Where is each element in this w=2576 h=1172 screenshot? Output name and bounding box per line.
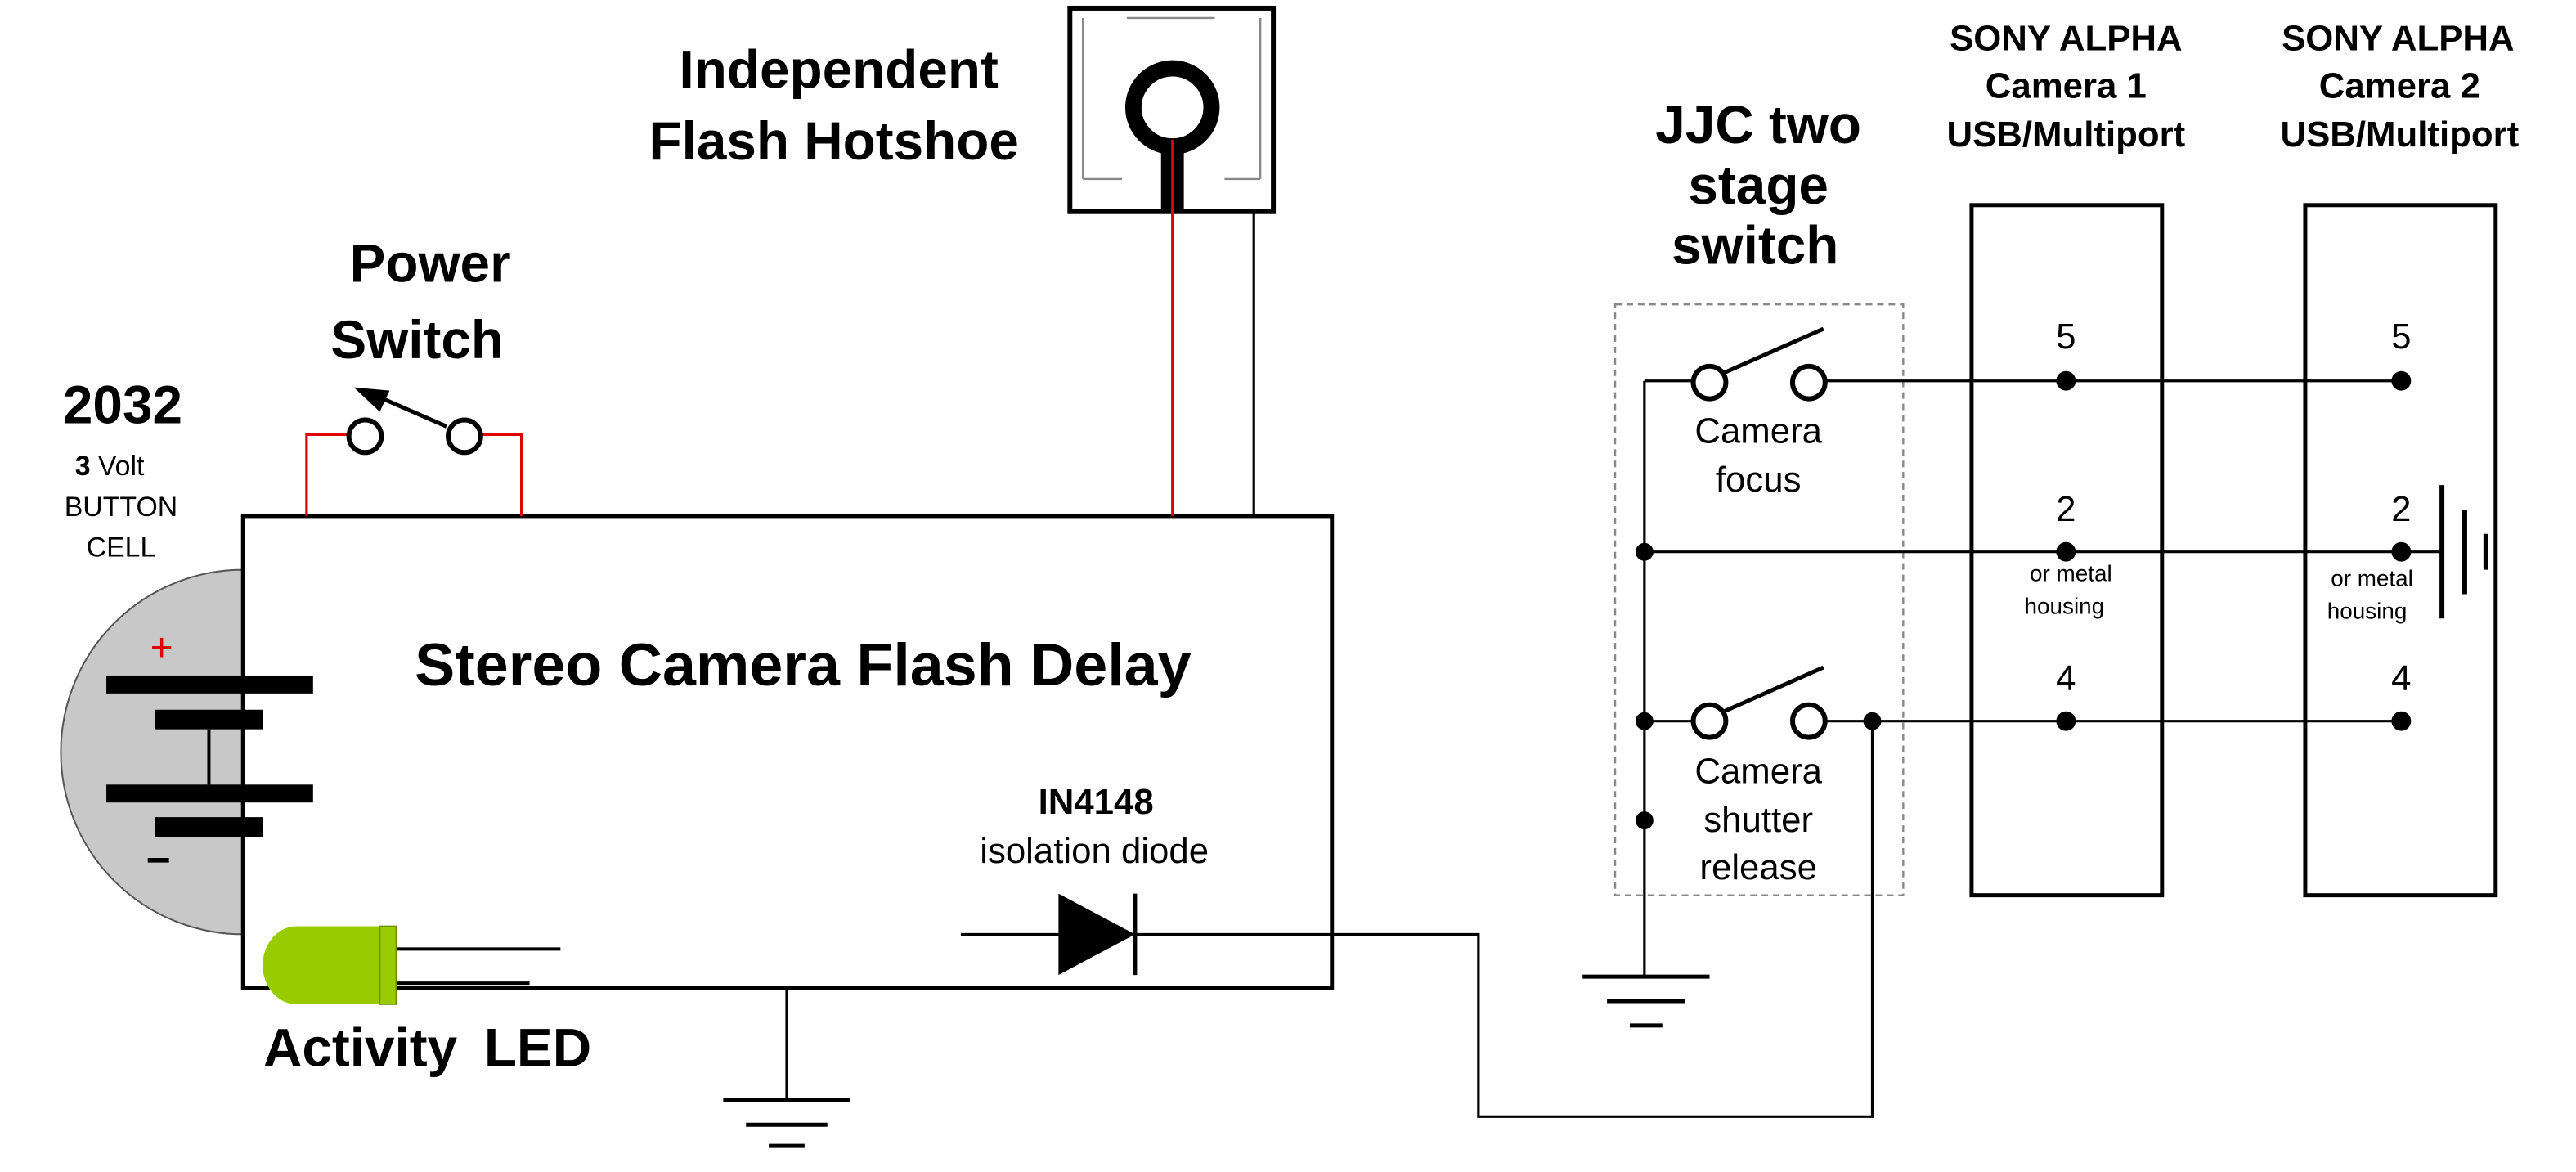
cell-plus-sign: + bbox=[150, 626, 173, 670]
shutter-label-3: release bbox=[1699, 847, 1817, 887]
cell-plate-long-1 bbox=[106, 675, 313, 694]
cell-minus-sign: − bbox=[146, 836, 171, 883]
jjc-label-3: switch bbox=[1672, 215, 1838, 275]
cell-volt-number: 3 bbox=[75, 451, 91, 482]
camera2-pin5 bbox=[2391, 370, 2412, 391]
focus-terminal-1 bbox=[1690, 363, 1729, 402]
cell-plate-long-2 bbox=[106, 784, 313, 803]
power-switch-lever bbox=[382, 397, 448, 429]
jjc-label-2: stage bbox=[1688, 155, 1829, 215]
cell-volt-unit: Volt bbox=[98, 451, 145, 482]
jjc-label: JJC two bbox=[1655, 95, 1861, 155]
led-label-led: LED bbox=[484, 1018, 591, 1078]
shutter-switch-lever bbox=[1723, 665, 1824, 714]
camera1-pin4 bbox=[2056, 711, 2076, 731]
button-cell-battery: + − bbox=[60, 568, 313, 936]
shutter-label-2: shutter bbox=[1703, 800, 1813, 840]
camera1-metal-label: or metal bbox=[2030, 561, 2112, 586]
jjc-switch-box bbox=[1613, 303, 1905, 896]
camera2-pin5-label: 5 bbox=[2391, 317, 2411, 357]
camera2-pin2-label: 2 bbox=[2391, 489, 2411, 529]
power-switch-terminal-2 bbox=[446, 417, 483, 456]
hotshoe-center-contact bbox=[1124, 60, 1220, 155]
camera1-label: SONY ALPHA bbox=[1950, 19, 2183, 59]
shutter-terminal-1 bbox=[1690, 702, 1729, 740]
led-body bbox=[263, 926, 397, 1005]
cell-plate-short-1 bbox=[155, 709, 263, 730]
power-switch-terminal-1 bbox=[346, 417, 384, 456]
power-switch-label: Power bbox=[350, 233, 511, 293]
camera2-port-box bbox=[2303, 203, 2498, 898]
cell-voltage-label: 3 Volt bbox=[75, 451, 145, 482]
cell-type-label: BUTTON bbox=[65, 492, 177, 523]
camera1-pin5-label: 5 bbox=[2056, 317, 2076, 357]
camera2-housing-ground-symbol bbox=[2401, 485, 2488, 619]
power-switch-arrowhead bbox=[353, 387, 390, 412]
power-wire-right bbox=[482, 433, 523, 516]
hotshoe-label: Independent bbox=[680, 39, 999, 99]
camera2-metal-label-2: housing bbox=[2327, 598, 2408, 623]
camera-shutter-switch bbox=[1690, 665, 1828, 740]
isolation-diode bbox=[960, 893, 1138, 976]
module-title: Stereo Camera Flash Delay bbox=[415, 631, 1191, 698]
camera1-pin2 bbox=[2056, 541, 2076, 562]
cell-disc bbox=[60, 568, 245, 936]
diode-triangle bbox=[1058, 893, 1135, 976]
camera2-label-3: USB/Multiport bbox=[2280, 115, 2519, 155]
shutter-label: Camera bbox=[1694, 751, 1822, 791]
camera1-pin4-label: 4 bbox=[2056, 658, 2076, 698]
bus-junction-ground bbox=[1635, 811, 1654, 830]
flash-delay-module-box bbox=[240, 514, 1335, 990]
camera2-metal-label: or metal bbox=[2331, 566, 2413, 591]
cell-model-label: 2032 bbox=[63, 375, 182, 434]
shutter-terminal-2 bbox=[1790, 702, 1828, 740]
diode-to-shutter-wire bbox=[1134, 721, 1874, 1118]
camera2-label: SONY ALPHA bbox=[2282, 19, 2515, 59]
power-switch bbox=[305, 387, 523, 516]
camera2-label-2: Camera 2 bbox=[2319, 65, 2480, 106]
focus-label-2: focus bbox=[1716, 460, 1802, 500]
camera2-pin4-label: 4 bbox=[2391, 658, 2411, 698]
focus-switch-lever bbox=[1723, 326, 1824, 375]
cell-type-label-2: CELL bbox=[87, 532, 156, 564]
camera1-metal-label-2: housing bbox=[2025, 593, 2105, 618]
power-wire-left bbox=[305, 433, 348, 516]
camera1-pin5 bbox=[2056, 370, 2076, 391]
led-label-activity: Activity bbox=[263, 1018, 458, 1078]
camera1-label-3: USB/Multiport bbox=[1946, 115, 2185, 155]
bus-junction-shutter bbox=[1635, 712, 1654, 730]
jjc-ground-symbol bbox=[1582, 974, 1710, 1028]
power-switch-label-2: Switch bbox=[330, 310, 504, 370]
camera1-pin2-label: 2 bbox=[2056, 489, 2076, 529]
led-flange bbox=[379, 925, 397, 1005]
diode-part-label: IN4148 bbox=[1039, 782, 1154, 822]
camera2-pin4 bbox=[2391, 711, 2412, 731]
focus-terminal-2 bbox=[1790, 363, 1828, 402]
diode-desc-label: isolation diode bbox=[980, 831, 1209, 871]
cell-plate-short-2 bbox=[155, 817, 263, 837]
hotshoe-label-2: Flash Hotshoe bbox=[649, 111, 1019, 171]
camera1-label-2: Camera 1 bbox=[1986, 65, 2147, 106]
module-ground-symbol bbox=[723, 988, 850, 1148]
activity-led bbox=[263, 925, 561, 1005]
focus-label: Camera bbox=[1694, 411, 1822, 451]
camera1-port-box bbox=[1969, 203, 2165, 898]
camera-focus-switch bbox=[1690, 326, 1828, 402]
